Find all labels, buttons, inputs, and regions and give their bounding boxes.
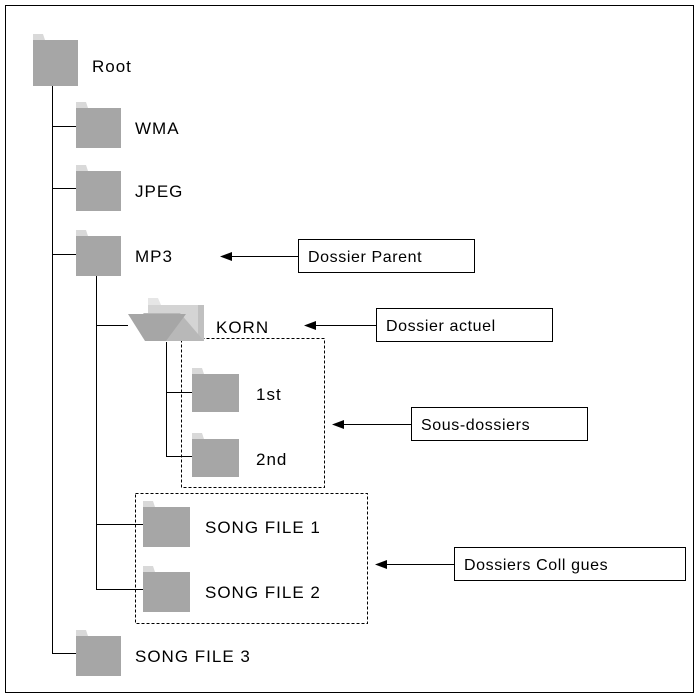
callout-label: Dossiers Coll gues [464, 557, 608, 574]
callout-parent: Dossier Parent [220, 239, 475, 273]
folder-label: 1st [256, 385, 282, 404]
folder-icon [76, 630, 121, 676]
callout-subfolders: Sous-dossiers [332, 407, 588, 441]
folder-label: SONG FILE 1 [205, 518, 321, 537]
callout-box [411, 407, 588, 441]
folder-wma[interactable]: WMA [76, 102, 180, 148]
left-arrow-icon [332, 420, 344, 429]
callout-current: Dossier actuel [304, 308, 553, 342]
callout-label: Sous-dossiers [421, 417, 530, 434]
folder-icon [33, 34, 78, 86]
folder-korn[interactable]: KORN [128, 298, 269, 341]
folder-label: SONG FILE 3 [135, 647, 251, 666]
subfolders-group-box [181, 338, 325, 488]
left-arrow-icon [220, 252, 232, 261]
left-arrow-icon [375, 560, 387, 569]
folder-1st[interactable]: 1st [192, 368, 282, 412]
folder-label: SONG FILE 2 [205, 583, 321, 602]
callout-label: Dossier actuel [386, 318, 496, 335]
folder-label: JPEG [135, 182, 183, 201]
folder-label: WMA [135, 119, 180, 138]
folder-jpeg[interactable]: JPEG [76, 165, 183, 211]
callout-box [454, 547, 686, 581]
folder-icon [143, 566, 190, 612]
folder-root[interactable]: Root [33, 34, 132, 86]
folder-2nd[interactable]: 2nd [192, 433, 287, 477]
folder-label: KORN [216, 318, 269, 337]
folder-song-file-3[interactable]: SONG FILE 3 [76, 630, 251, 676]
callout-siblings: Dossiers Coll gues [375, 547, 686, 581]
folder-label: 2nd [256, 450, 287, 469]
callout-box [376, 308, 553, 342]
folder-song-file-1[interactable]: SONG FILE 1 [143, 501, 321, 547]
callout-box [298, 239, 475, 273]
callout-label: Dossier Parent [308, 249, 422, 266]
folder-icon [76, 230, 121, 276]
open-folder-icon [128, 298, 204, 341]
left-arrow-icon [304, 321, 316, 330]
folder-icon [143, 501, 190, 547]
folder-mp3[interactable]: MP3 [76, 230, 173, 276]
folder-icon [192, 368, 239, 412]
folder-icon [76, 102, 121, 148]
diagram-frame [5, 5, 694, 693]
folder-song-file-2[interactable]: SONG FILE 2 [143, 566, 321, 612]
folder-label: MP3 [135, 247, 173, 266]
folder-label: Root [92, 57, 132, 76]
folder-icon [192, 433, 239, 477]
siblings-group-box [135, 493, 368, 624]
folder-icon [76, 165, 121, 211]
tree-connectors [52, 86, 192, 654]
